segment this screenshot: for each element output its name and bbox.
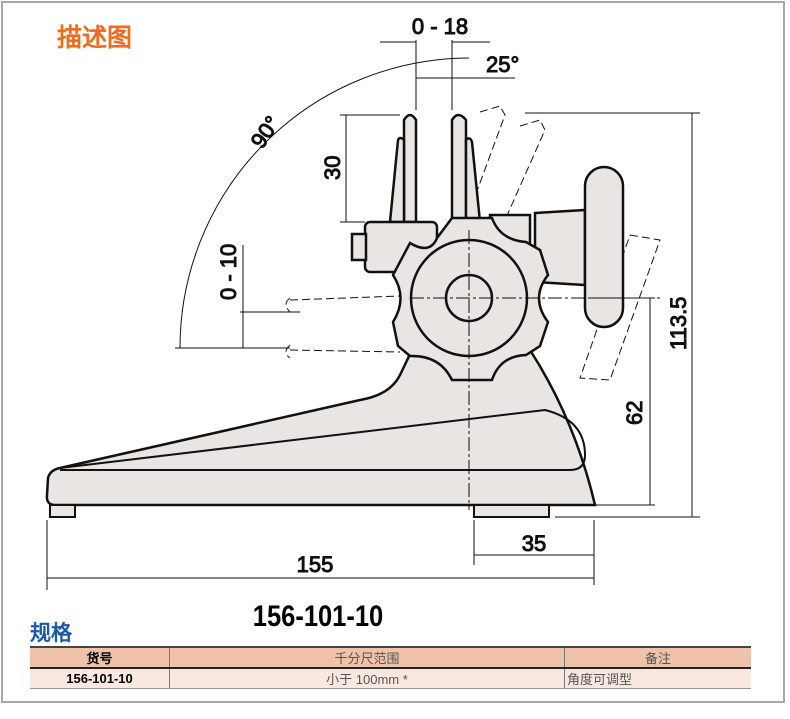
model-number: 156-101-10 bbox=[252, 600, 384, 633]
dim-foot-offset: 35 bbox=[522, 531, 546, 556]
alternate-position-outlines bbox=[285, 105, 661, 381]
dim-rotate-angle: 90° bbox=[246, 111, 286, 153]
col-note: 备注 bbox=[564, 646, 751, 669]
dim-length: 155 bbox=[297, 552, 334, 577]
dim-height-adjust: 0 - 10 bbox=[216, 244, 241, 300]
cell-note: 角度可调型 bbox=[564, 668, 751, 689]
spec-table: 货号 千分尺范围 备注 156-101-10 小于 100mm * 角度可调型 bbox=[30, 646, 751, 689]
frame-border bbox=[1, 1, 785, 703]
cell-range: 小于 100mm * bbox=[169, 668, 565, 689]
dimension-lines bbox=[46, 40, 700, 590]
table-header: 货号 千分尺范围 备注 bbox=[30, 646, 751, 669]
spec-title: 规格 bbox=[30, 622, 72, 645]
dim-center-height: 62 bbox=[622, 401, 647, 425]
foot-left bbox=[49, 504, 76, 518]
dim-total-height: 113.5 bbox=[666, 297, 691, 350]
section-title: 描述图 bbox=[57, 24, 133, 52]
foot-right bbox=[473, 504, 550, 518]
dim-opening: 0 - 18 bbox=[412, 14, 468, 39]
col-code: 货号 bbox=[30, 646, 170, 669]
dim-tilt-angle: 25° bbox=[486, 52, 519, 77]
base bbox=[45, 348, 597, 507]
table-row: 156-101-10 小于 100mm * 角度可调型 bbox=[30, 668, 751, 689]
dim-depth: 30 bbox=[320, 156, 345, 180]
cell-code: 156-101-10 bbox=[30, 668, 170, 689]
col-range: 千分尺范围 bbox=[169, 646, 565, 669]
micrometer-stand-drawing: 0 - 18 25° 90° 30 0 - 10 113.5 62 35 155 bbox=[45, 14, 700, 590]
